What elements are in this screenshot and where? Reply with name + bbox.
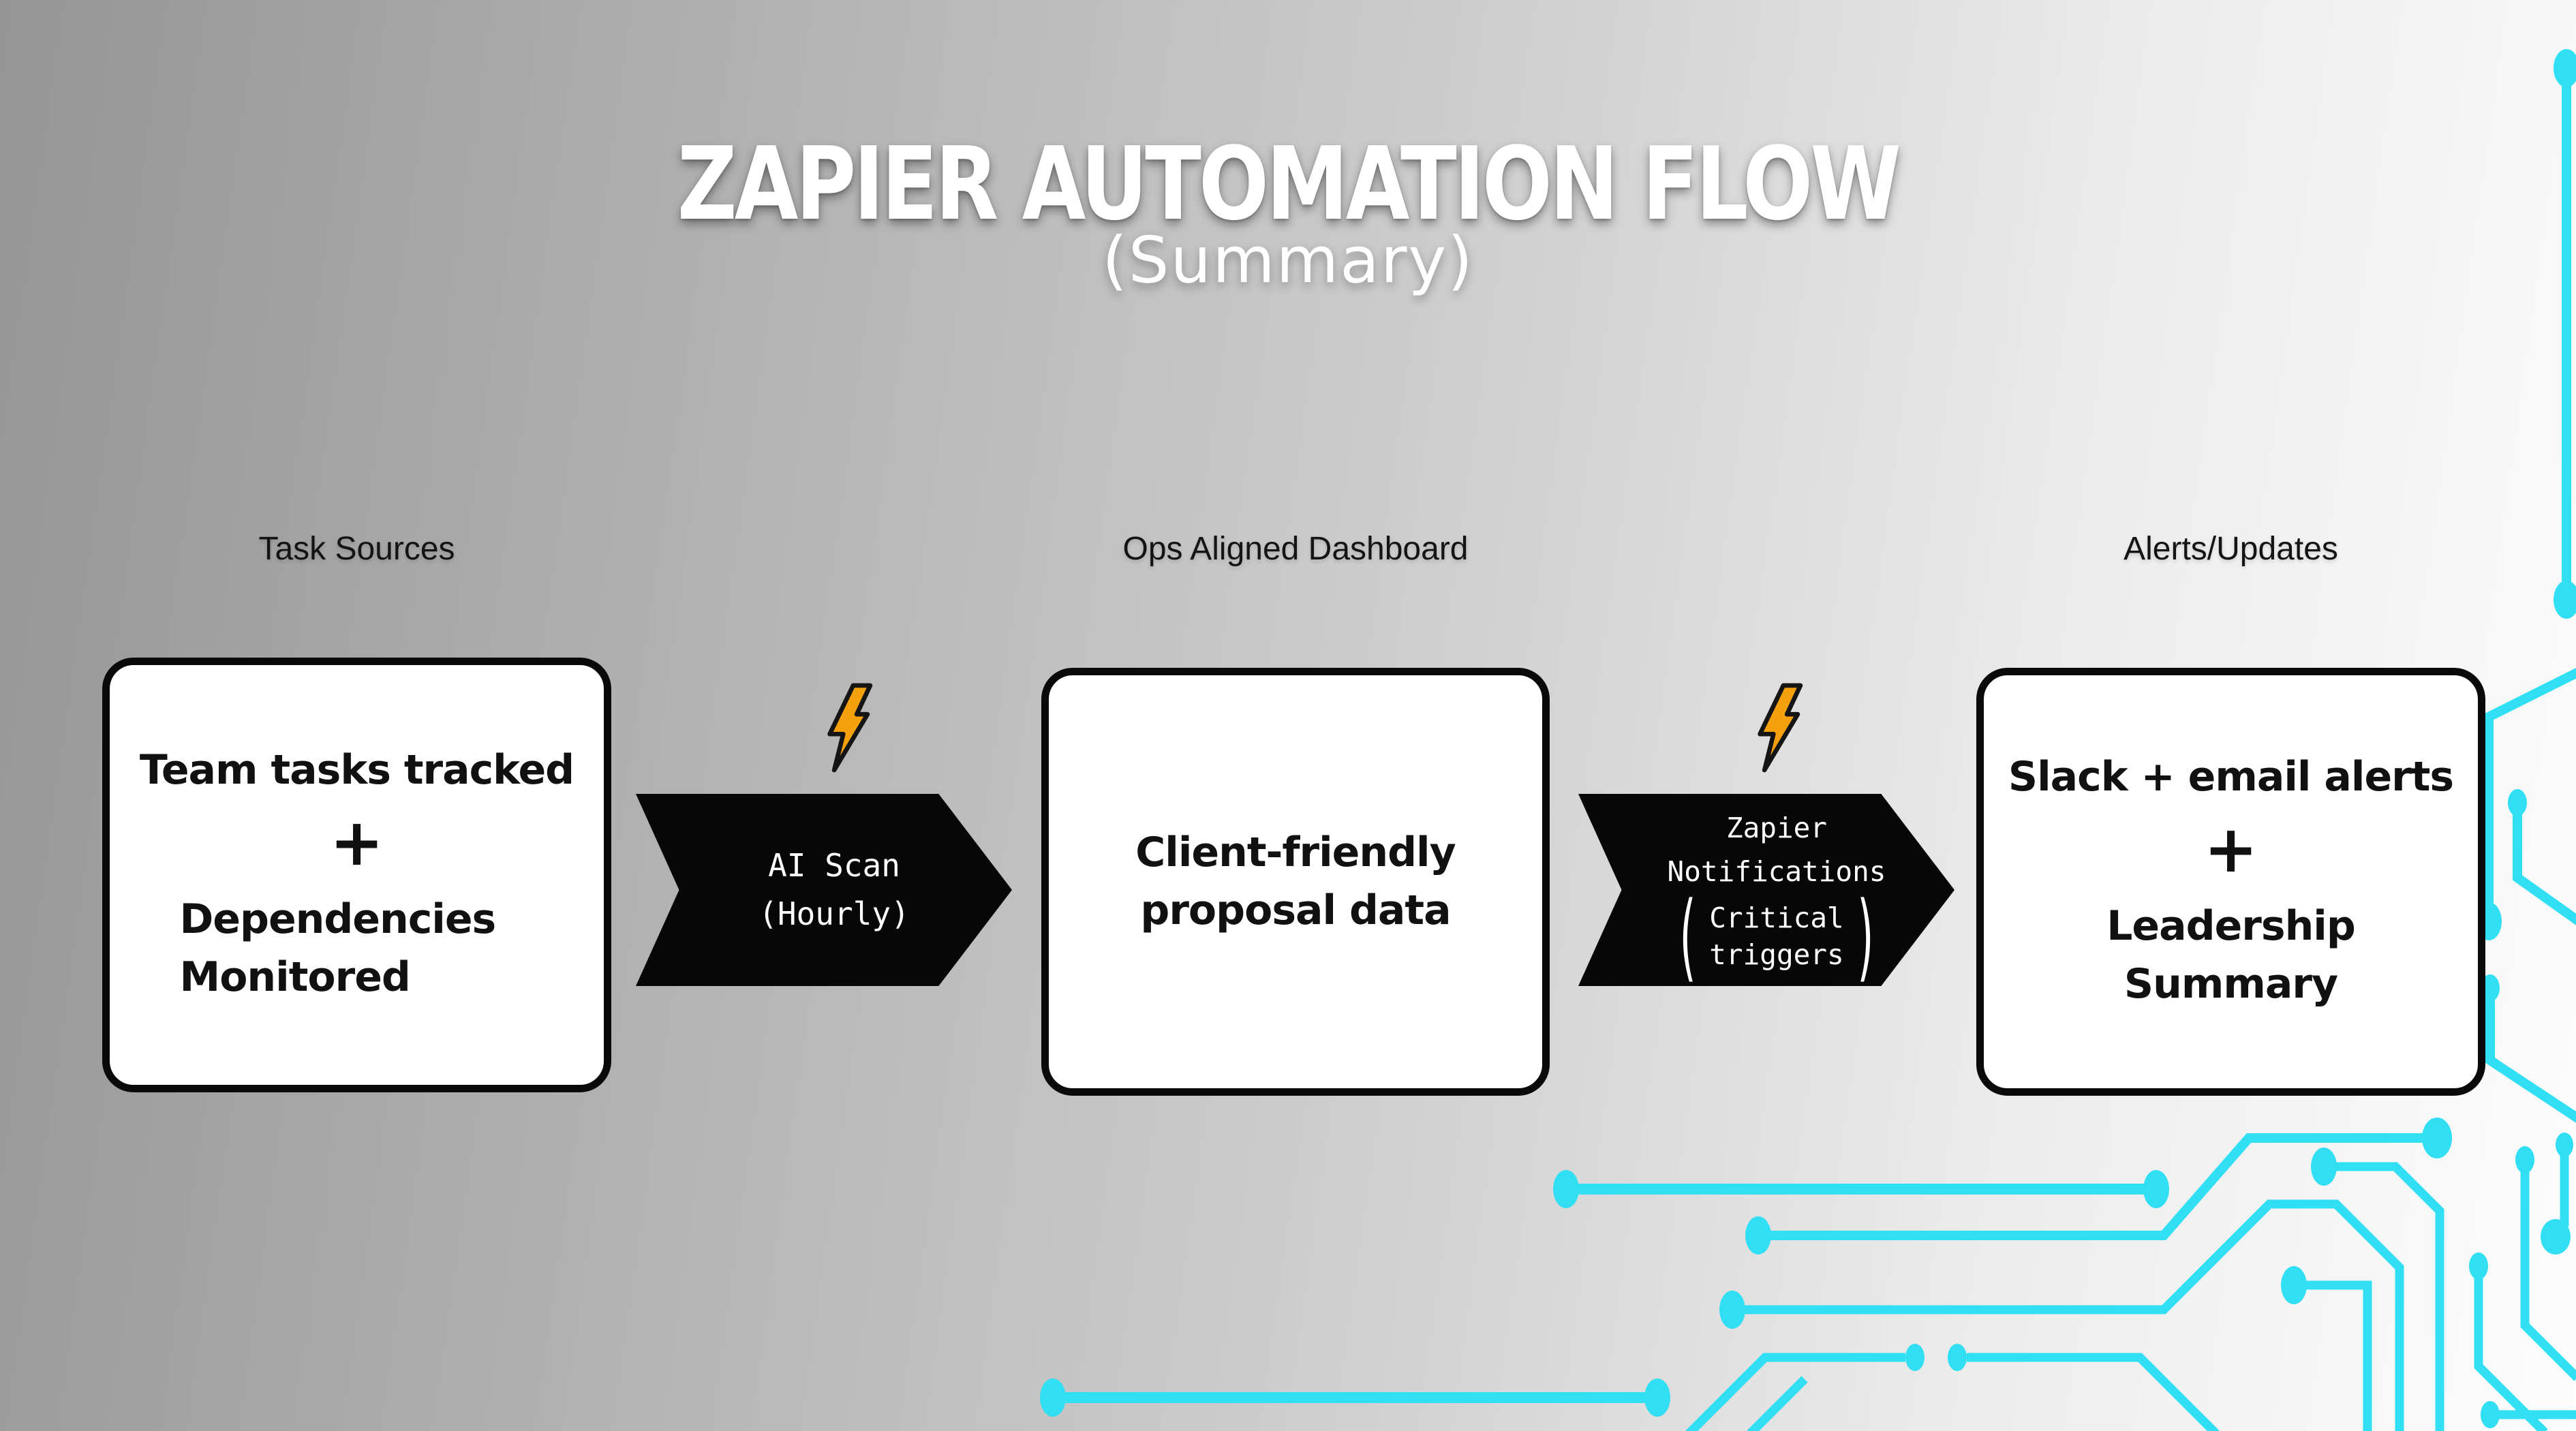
zapier-notifications-connector-arrow: Zapier Notifications ( Critical triggers…	[1578, 794, 1954, 986]
task-sources-box-subtitle: Dependencies Monitored	[179, 895, 497, 1001]
column-label-task-sources: Task Sources	[258, 531, 455, 567]
close-paren-glyph: )	[1853, 880, 1880, 992]
alerts-box-title: Slack + email alerts	[2008, 753, 2454, 801]
open-paren-glyph: (	[1674, 880, 1700, 992]
zapier-paren-line1: Critical	[1709, 902, 1844, 935]
lightning-bolt-icon	[1758, 683, 1803, 773]
alerts-box: Slack + email alerts + Leadership Summar…	[1976, 668, 2485, 1096]
ai-scan-label-line1: AI Scan	[768, 846, 900, 884]
zapier-paren-line2: triggers	[1709, 938, 1844, 971]
plus-sign: +	[2203, 812, 2258, 888]
dashboard-box-title: Client-friendly proposal data	[1135, 828, 1456, 934]
column-label-alerts-updates: Alerts/Updates	[2123, 531, 2338, 567]
ai-scan-label-line2: (Hourly)	[758, 895, 910, 932]
column-label-ops-aligned-dashboard: Ops Aligned Dashboard	[1122, 531, 1469, 567]
task-sources-box: Team tasks tracked + Dependencies Monito…	[102, 658, 611, 1092]
zapier-label-line1: Zapier	[1726, 812, 1828, 845]
task-sources-box-title: Team tasks tracked	[139, 746, 574, 795]
dashboard-box: Client-friendly proposal data	[1041, 668, 1550, 1096]
page-title: ZAPIER AUTOMATION FLOW	[677, 125, 1901, 243]
zapier-label-line2: Notifications	[1667, 855, 1886, 888]
ai-scan-connector-arrow: AI Scan (Hourly)	[636, 794, 1012, 986]
plus-sign: +	[329, 805, 384, 881]
page-subtitle: (Summary)	[1102, 224, 1474, 298]
alerts-box-subtitle: Leadership Summary	[2106, 902, 2356, 1008]
lightning-bolt-icon	[827, 683, 873, 773]
